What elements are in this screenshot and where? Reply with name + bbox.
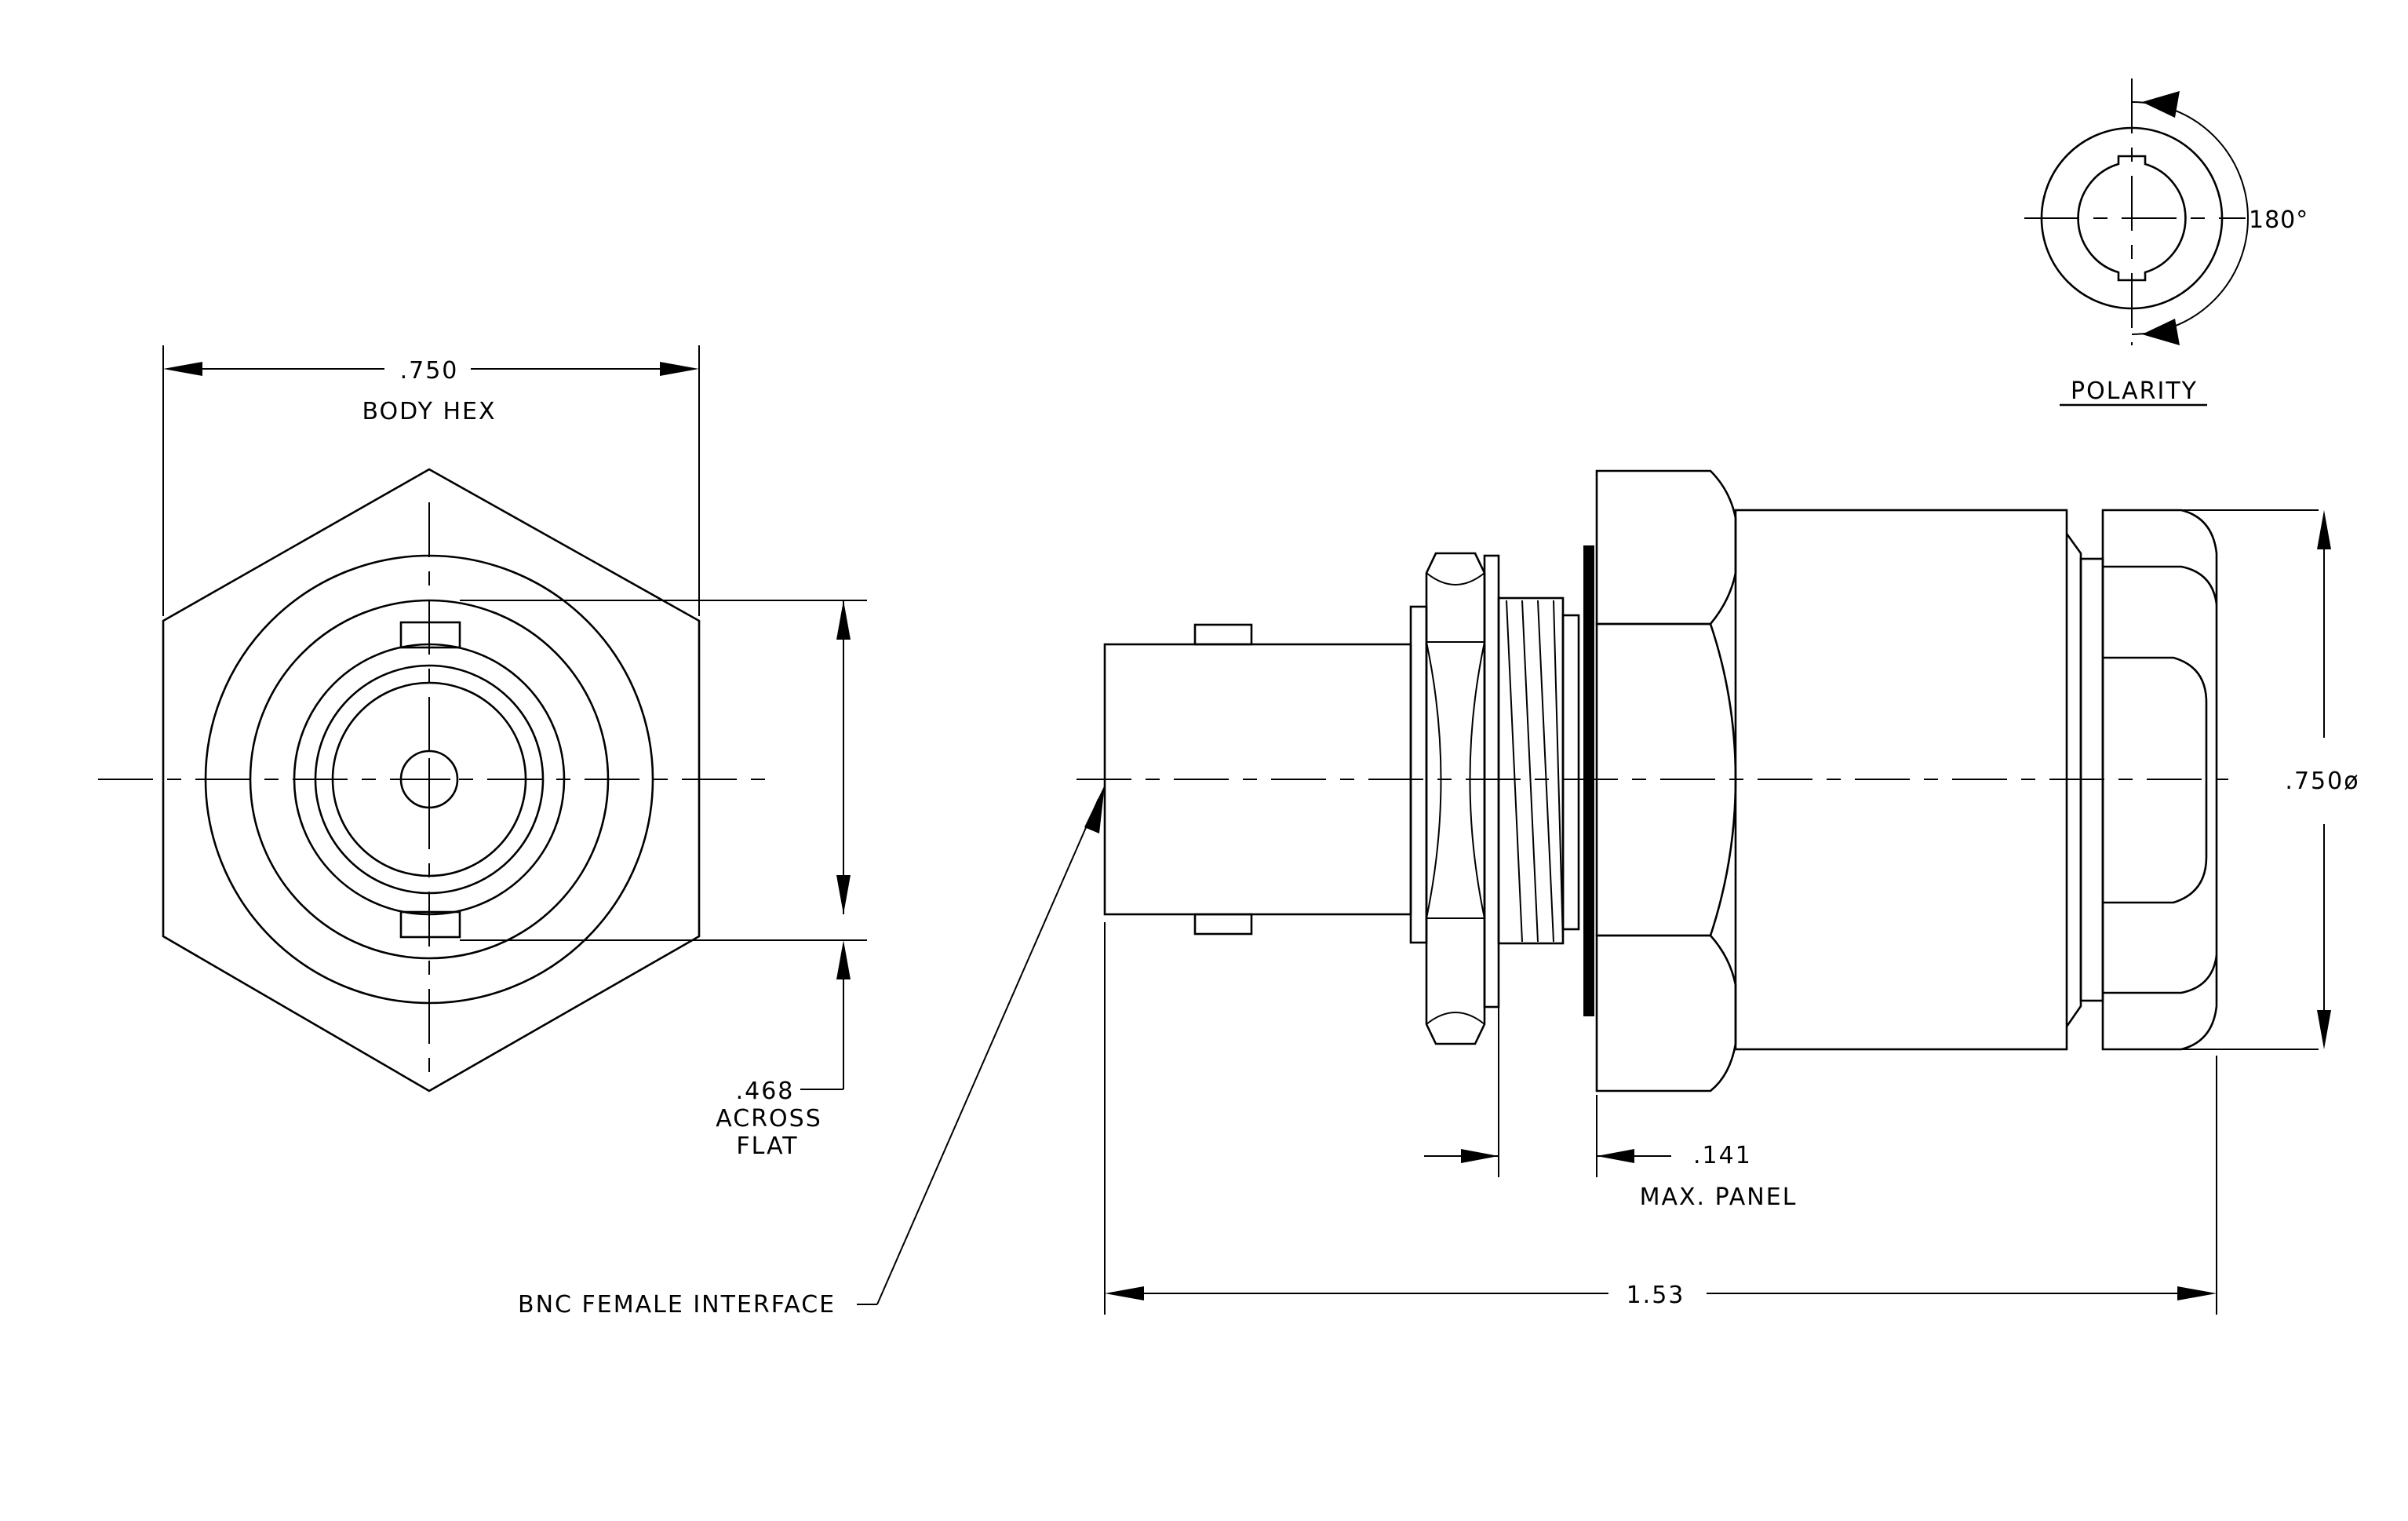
top-lug	[399, 621, 461, 649]
across-label: ACROSS	[716, 1105, 822, 1133]
lock-washer	[1409, 605, 1428, 944]
front-view: .750 BODY HEX .468 ACROSS FLAT	[98, 345, 867, 1160]
panel-dim: .141	[1693, 1142, 1752, 1169]
max-panel-label: MAX. PANEL	[1640, 1184, 1798, 1211]
length-dim: 1.53	[1627, 1282, 1685, 1309]
panel-nut	[1425, 552, 1486, 1045]
bottom-lug	[399, 910, 461, 939]
flat-washer	[1483, 554, 1500, 1009]
body-hex-dim: .750	[400, 357, 459, 385]
polarity-view: 180° POLARITY	[2024, 78, 2308, 407]
bnc-bottom-stud	[1193, 913, 1253, 936]
polarity-key-shape	[2077, 155, 2187, 282]
panel-gasket	[1583, 545, 1594, 1016]
hex-body	[162, 468, 701, 1092]
polarity-title: POLARITY	[2071, 378, 2198, 405]
diameter-dim: .750ø	[2285, 768, 2359, 795]
flat-label: FLAT	[736, 1133, 798, 1160]
across-flat-dim: .468	[736, 1078, 795, 1105]
side-view: .750ø .141 MAX. PANEL 1.53 BNC FEMALE IN…	[518, 469, 2359, 1319]
rear-cap	[2101, 509, 2218, 1051]
bnc-top-stud	[1193, 623, 1253, 646]
body-hex-flange	[1595, 469, 1737, 626]
main-body	[1734, 509, 2068, 1051]
polarity-angle: 180°	[2249, 206, 2308, 234]
bnc-interface-label: BNC FEMALE INTERFACE	[518, 1291, 836, 1319]
body-hex-label: BODY HEX	[362, 398, 496, 425]
